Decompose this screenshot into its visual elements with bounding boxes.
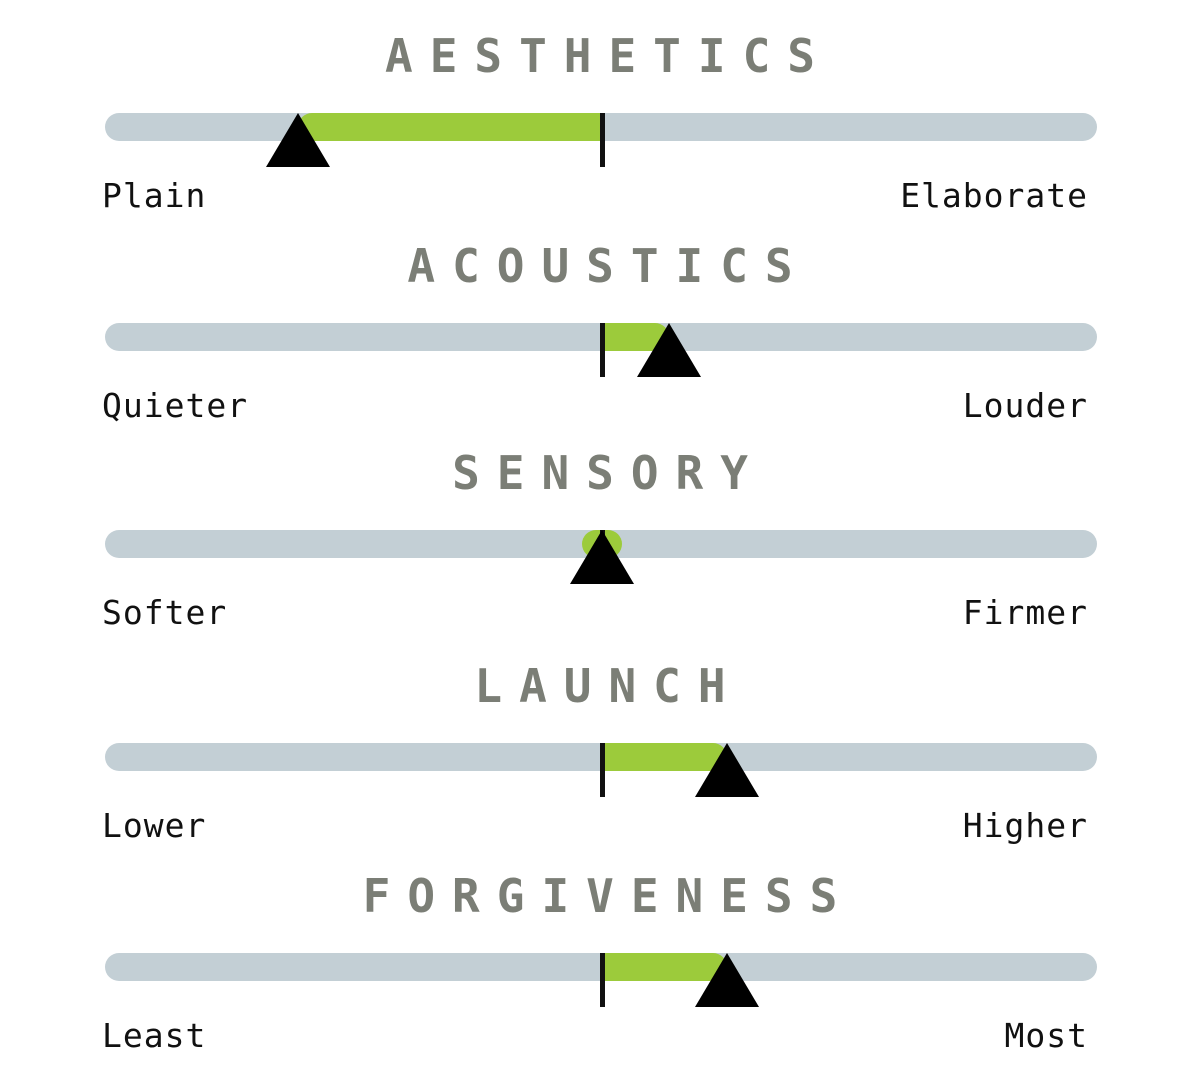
scale-fill (602, 953, 728, 981)
high-end-label: Firmer (962, 593, 1088, 632)
low-end-label: Plain (102, 176, 207, 215)
position-marker-icon (570, 530, 634, 584)
high-end-label: Higher (962, 806, 1088, 845)
center-line (600, 743, 605, 797)
position-marker-icon (266, 113, 331, 167)
low-end-label: Lower (102, 806, 207, 845)
scale-title: LAUNCH (474, 659, 743, 713)
high-end-label: Louder (962, 386, 1088, 425)
scale-title: AESTHETICS (385, 29, 832, 83)
low-end-label: Softer (102, 593, 228, 632)
scale-launch: LAUNCH Lower Higher (0, 630, 1200, 845)
scale-sensory: SENSORY Softer Firmer (0, 417, 1200, 632)
scale-title: SENSORY (452, 446, 765, 500)
center-line (600, 323, 605, 377)
low-end-label: Least (102, 1016, 207, 1055)
position-marker-icon (637, 323, 702, 377)
center-line (600, 953, 605, 1007)
scale-forgiveness: FORGIVENESS Least Most (0, 840, 1200, 1055)
scale-fill (298, 113, 602, 141)
scale-title: FORGIVENESS (362, 869, 855, 923)
high-end-label: Most (1004, 1016, 1088, 1055)
scale-fill (602, 743, 728, 771)
center-line (600, 113, 605, 167)
scale-acoustics: ACOUSTICS Quieter Louder (0, 210, 1200, 425)
scale-title: ACOUSTICS (407, 239, 810, 293)
scale-aesthetics: AESTHETICS Plain Elaborate (0, 0, 1200, 215)
position-marker-icon (695, 743, 760, 797)
position-marker-icon (695, 953, 760, 1007)
high-end-label: Elaborate (900, 176, 1088, 215)
low-end-label: Quieter (102, 386, 249, 425)
